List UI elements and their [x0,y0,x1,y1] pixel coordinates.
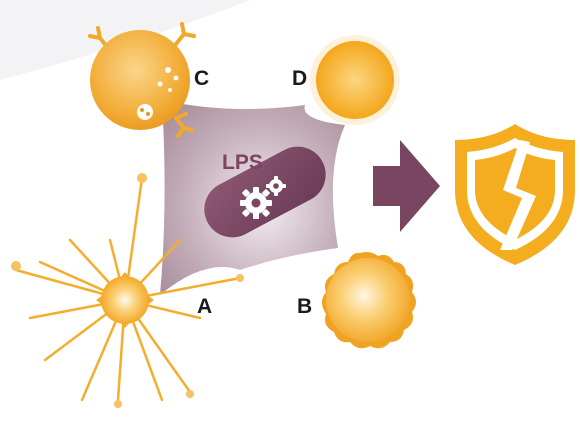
label-d: D [292,67,307,90]
label-a: A [197,295,212,318]
bacterium-icon [204,146,326,238]
cell-c [88,22,196,138]
small-gear-icon [266,176,286,196]
broken-shield-icon [455,124,575,265]
label-b: B [297,295,312,318]
cell-b [322,252,416,349]
gear-icon [240,187,272,219]
antibody-icon [88,22,196,138]
lps-label: LPS [222,151,263,174]
right-arrow-icon [373,140,440,232]
cell-d [310,35,400,125]
cell-a [11,173,244,408]
label-c: C [194,67,209,90]
